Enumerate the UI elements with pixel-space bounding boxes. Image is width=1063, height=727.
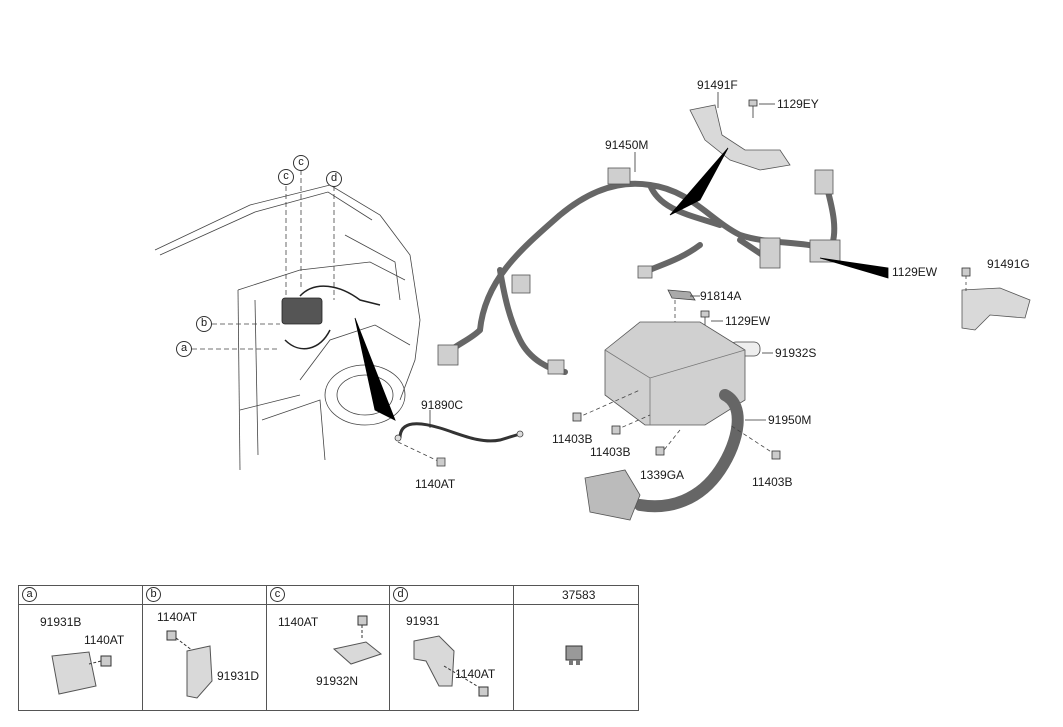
- part-label-91450m: 91450M: [605, 138, 649, 152]
- legend-cell-b: b 1140AT 91931D: [142, 586, 267, 710]
- legend-table: a 91931B 1140AT b 1140AT 91931D c 1140AT…: [18, 585, 639, 711]
- vehicle-marker-d: d: [326, 171, 342, 187]
- junction-box-bolts: [572, 412, 781, 460]
- legend-cell-a: a 91931B 1140AT: [19, 586, 143, 710]
- vehicle-outline: [154, 184, 421, 471]
- protector-91491f: [669, 104, 791, 216]
- legend-b-part-1: 1140AT: [157, 610, 198, 624]
- protector-91491g: [961, 267, 1031, 331]
- legend-a-part-1: 91931B: [40, 615, 82, 629]
- legend-cell-d: d 91931 1140AT: [389, 586, 514, 710]
- part-label-11403b-a: 11403B: [552, 432, 593, 446]
- pointer-wedge-1: [354, 317, 396, 421]
- junction-box-91950m: [584, 321, 746, 521]
- harness-connectors: [437, 167, 841, 375]
- part-label-11403b-c: 11403B: [752, 475, 793, 489]
- callout-leaders: [429, 92, 775, 428]
- junction-box-leaders: [576, 389, 777, 456]
- legend-b-bracket-drawing: [166, 630, 213, 699]
- legend-cell-c: c 1140AT 91932N: [266, 586, 390, 710]
- part-label-91950m: 91950M: [768, 413, 812, 427]
- vehicle-marker-lines: [192, 170, 335, 350]
- part-label-91491f: 91491F: [697, 78, 738, 92]
- pointer-wedge-2: [819, 257, 889, 279]
- legend-key-b: b: [146, 587, 161, 602]
- legend-key-37583: 37583: [562, 588, 596, 602]
- legend-c-part-1: 1140AT: [278, 615, 319, 629]
- part-label-1129ew-b: 1129EW: [725, 314, 771, 328]
- part-label-1140at: 1140AT: [415, 477, 456, 491]
- label-91814a: [667, 289, 696, 301]
- legend-c-bracket-drawing: [332, 615, 383, 665]
- part-label-91491g: 91491G: [987, 257, 1030, 271]
- cable-91890c: [394, 422, 524, 467]
- vehicle-marker-a: a: [176, 341, 192, 357]
- legend-c-part-2: 91932N: [316, 674, 359, 688]
- part-label-91932s: 91932S: [775, 346, 817, 360]
- legend-key-d: d: [393, 587, 408, 602]
- bolt-1129ey: [748, 99, 758, 118]
- part-label-1339ga: 1339GA: [640, 468, 685, 482]
- vehicle-harness-module: [281, 285, 381, 350]
- vehicle-marker-c1: c: [278, 169, 294, 185]
- legend-a-part-2: 1140AT: [84, 633, 125, 647]
- legend-d-bracket-drawing: [413, 635, 489, 697]
- legend-37583-part-drawing: [565, 645, 583, 665]
- part-label-1129ey: 1129EY: [777, 97, 819, 111]
- part-label-1129ew-a: 1129EW: [892, 265, 938, 279]
- vehicle-marker-c2: c: [293, 155, 309, 171]
- legend-b-part-2: 91931D: [217, 669, 260, 683]
- part-label-11403b-b: 11403B: [590, 445, 631, 459]
- legend-key-a: a: [22, 587, 37, 602]
- part-label-91814a: 91814A: [700, 289, 742, 303]
- legend-a-bracket-drawing: [51, 651, 112, 695]
- vehicle-marker-b: b: [196, 316, 212, 332]
- legend-d-part-1: 91931: [406, 614, 440, 628]
- legend-d-part-2: 1140AT: [455, 667, 496, 681]
- legend-cell-37583: 37583: [513, 586, 638, 710]
- legend-key-c: c: [270, 587, 285, 602]
- legend-header-row: [19, 586, 638, 605]
- part-label-91890c: 91890C: [421, 398, 464, 412]
